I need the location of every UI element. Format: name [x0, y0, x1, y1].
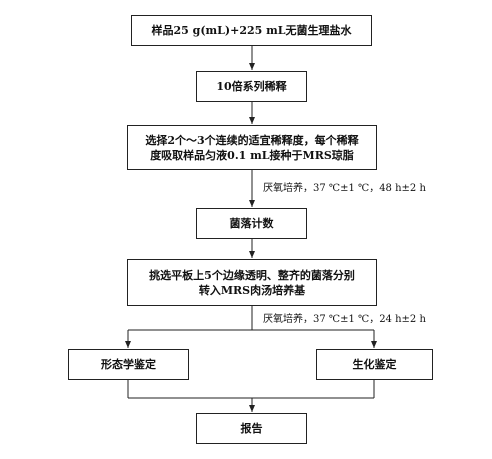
step-select-and-plate-line-2: 度吸取样品匀液0.1 mL接种于MRS琼脂	[150, 148, 354, 162]
step-select-and-plate: 选择2个～3个连续的适宜稀释度，每个稀释 度吸取样品匀液0.1 mL接种于MRS…	[127, 125, 377, 170]
step-biochemical-identification-label: 生化鉴定	[352, 358, 397, 371]
step-colony-count: 菌落计数	[196, 208, 307, 239]
step-report-label: 报告	[240, 422, 263, 435]
step-morphology-identification: 形态学鉴定	[68, 349, 189, 380]
step-serial-dilution: 10倍系列稀释	[196, 71, 307, 102]
step-pick-and-transfer-line-1: 挑选平板上5个边缘透明、整齐的菌落分别	[149, 268, 355, 282]
step-sample-preparation: 样品25 g(mL)+225 mL无菌生理盐水	[131, 15, 372, 46]
step-serial-dilution-label: 10倍系列稀释	[216, 80, 287, 93]
incubation-condition-24h: 厌氧培养，37 ℃±1 ℃，24 h±2 h	[263, 314, 426, 325]
step-pick-and-transfer-line-2: 转入MRS肉汤培养基	[198, 283, 306, 297]
step-biochemical-identification: 生化鉴定	[316, 349, 433, 380]
step-select-and-plate-line-1: 选择2个～3个连续的适宜稀释度，每个稀释	[145, 133, 359, 147]
step-colony-count-label: 菌落计数	[229, 217, 274, 230]
incubation-condition-48h: 厌氧培养，37 ℃±1 ℃，48 h±2 h	[263, 183, 426, 194]
step-morphology-identification-label: 形态学鉴定	[101, 358, 156, 371]
step-pick-and-transfer: 挑选平板上5个边缘透明、整齐的菌落分别 转入MRS肉汤培养基	[127, 259, 377, 306]
step-report: 报告	[196, 413, 307, 444]
step-sample-preparation-label: 样品25 g(mL)+225 mL无菌生理盐水	[151, 24, 352, 37]
